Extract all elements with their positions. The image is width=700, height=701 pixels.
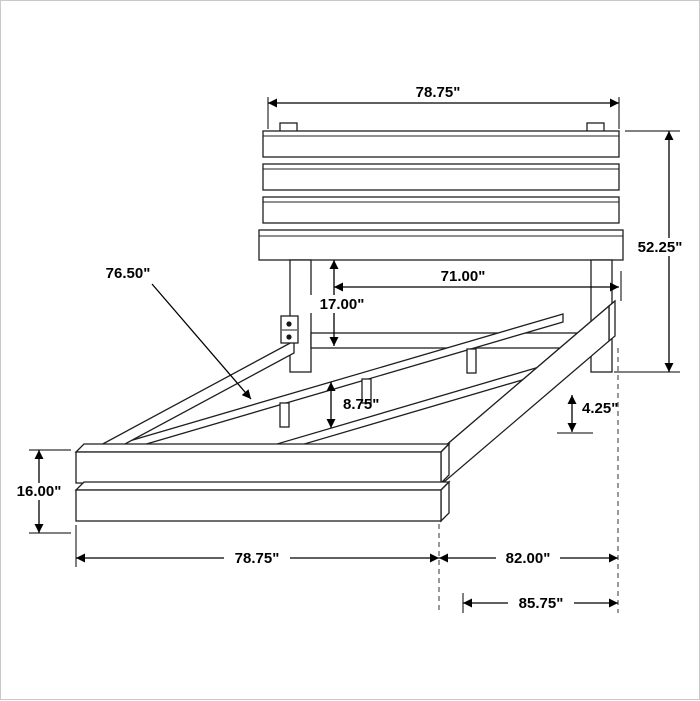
dim-label-overall-height: 52.25": [638, 239, 683, 256]
dim-headboard-width: 78.75": [267, 84, 620, 129]
dim-overall-height: 52.25": [614, 130, 689, 373]
dim-label-headboard-leg-height: 17.00": [320, 296, 365, 313]
dim-headboard-leg-height: 17.00": [310, 260, 374, 346]
dim-label-inner-width: 71.00": [441, 268, 486, 285]
dim-slat-support-height: 8.75": [326, 382, 379, 428]
dim-rail-thickness: 4.25": [557, 395, 618, 434]
dim-label-slat-support-height: 8.75": [343, 396, 379, 413]
footboard: [74, 442, 451, 523]
dim-label-side-rail-length: 76.50": [106, 265, 151, 282]
dim-frame-length: 82.00": [439, 549, 618, 567]
dim-label-footboard-width: 78.75": [235, 550, 280, 567]
dimension-annotations: 78.75" 52.25" 71.00" 17.00" 76.50": [12, 84, 689, 613]
dim-label-rail-thickness: 4.25": [582, 400, 618, 417]
bed-drawing: [74, 122, 624, 523]
dim-label-headboard-width: 78.75": [416, 84, 461, 101]
dim-side-rail-length: 76.50": [106, 265, 252, 400]
back-rail: [310, 332, 592, 349]
dim-footboard-height: 16.00": [12, 449, 71, 534]
dim-overall-length: 85.75": [462, 593, 618, 613]
dim-inner-width: 71.00": [334, 268, 622, 301]
headboard: [258, 130, 624, 261]
dim-label-overall-length: 85.75": [519, 595, 564, 612]
dim-label-footboard-height: 16.00": [17, 483, 62, 500]
dim-label-frame-length: 82.00": [506, 550, 551, 567]
dim-footboard-width: 78.75": [75, 525, 439, 567]
rail-bracket-hardware: [280, 315, 299, 344]
